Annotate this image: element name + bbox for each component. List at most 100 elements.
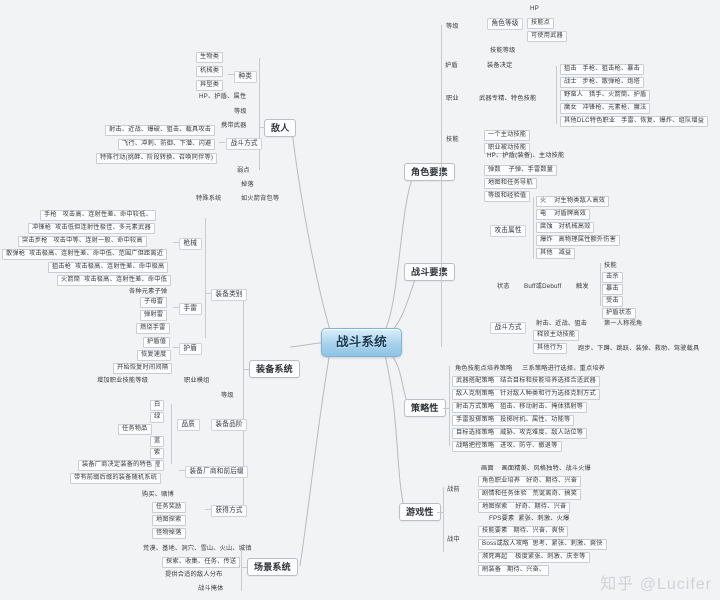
combat-style-fpv[interactable]: 第一人称视角 [604, 320, 643, 327]
enemy-weapon[interactable]: 携带武器 [221, 122, 247, 129]
class-row-5[interactable]: 其他DLC特色职业 手雷、恢复、爆炸、组队增益 [560, 116, 709, 128]
enemy-combatstyle-label[interactable]: 战斗方式 [226, 138, 263, 151]
class-row-3[interactable]: 野蛮人 猎手、火箭筒、护盾 [560, 90, 651, 102]
attr-row-3[interactable]: 腐蚀 对机械高效 [536, 222, 595, 234]
gun-row-2[interactable]: 冲锋枪 攻击低但连射性极佳、多元素武器 [28, 223, 155, 235]
combat-style-1[interactable]: 射击、近战、狙击 [536, 320, 588, 327]
acquire-3[interactable]: 地图探索 [152, 515, 186, 527]
gameplay-pre-row-4[interactable]: 地图探索 好奇、期待、兴奋 [478, 502, 571, 514]
enemy-stats[interactable]: HP、护盾、属性 [199, 93, 247, 100]
character-skill-1[interactable]: 一个主动技能 [484, 130, 531, 142]
gameplay-mid-row-3[interactable]: Boss或敌人攻略 思考、紧张、刺激、爽快 [478, 539, 607, 551]
enemy-combatstyle-1[interactable]: 射击、近战、爆破、狙击、载具攻击 [105, 125, 216, 137]
gameplay-mid-row-1[interactable]: FPS要素 紧张、刺激、火爆 [489, 515, 569, 523]
gun-row-7[interactable]: 各种元素子弹 [129, 288, 168, 295]
character-level-label[interactable]: 等级 [446, 23, 459, 30]
strategy-row-5[interactable]: 手雷投掷策略 投掷时机、属性、功能等 [452, 415, 575, 427]
branch-strategy[interactable]: 策略性 [404, 399, 446, 418]
acquire-2[interactable]: 任务奖励 [152, 502, 186, 514]
enemy-drop[interactable]: 掉落 [241, 181, 254, 188]
combat-status-label[interactable]: 状态 [497, 283, 510, 290]
attr-row-1[interactable]: 火 对生物类敌人高效 [536, 196, 610, 208]
equipment-vendor-1[interactable]: 装备厂商决定装备的特色 [78, 460, 157, 472]
scene-item-2[interactable]: 探索、收集、任务、传送 [162, 557, 241, 569]
character-skill-2[interactable]: 职业被动技能 [484, 143, 531, 155]
enemy-kind-label[interactable]: 种类 [234, 71, 257, 84]
combat-style-3[interactable]: 其他行为 [533, 343, 567, 355]
attr-row-5[interactable]: 其他 减益 [536, 248, 576, 260]
quality-task-item[interactable]: 任务物品 [118, 424, 152, 436]
enemy-level[interactable]: 等级 [234, 108, 247, 115]
scene-item-1[interactable]: 荒漠、基地、洞穴、雪山、火山、城镇 [143, 545, 252, 552]
character-class-mid[interactable]: 武器专精、特色技能 [479, 95, 537, 102]
gameplay-pre-row-1[interactable]: 画面 画面精美、风格独特、战斗火爆 [481, 465, 591, 473]
strategy-row-4[interactable]: 射击方式策略 狙击、移动射击、掩体猎射等 [452, 402, 588, 414]
shield-row-2[interactable]: 恢复速度 [137, 350, 171, 362]
strategy-row-1[interactable]: 角色技能点培养策略 三系策略进行选择，重点培养 [455, 365, 605, 373]
branch-character[interactable]: 角色要素 [404, 163, 455, 182]
character-usable-weapon[interactable]: 可使用武器 [527, 31, 567, 43]
gameplay-mid-row-4[interactable]: 濒死再起 极度紧张、刺激、庆幸等 [478, 552, 590, 564]
combat-level-exp[interactable]: 等级和经验值 [484, 191, 531, 203]
equipment-category-label[interactable]: 装备类别 [211, 289, 248, 302]
quality-5[interactable]: 紫 [150, 448, 165, 460]
character-hp[interactable]: HP [530, 5, 539, 12]
equipment-module-label[interactable]: 职业模组 [184, 377, 210, 384]
gun-row-6[interactable]: 火箭筒 攻击极高、连射性差、命中低 [57, 275, 172, 287]
enemy-weakpoint[interactable]: 弱点 [237, 167, 250, 174]
gun-row-4[interactable]: 散弹枪 攻击极高、连射性差、命中低、范围广但距离近 [2, 249, 168, 261]
branch-scene[interactable]: 场景系统 [247, 558, 298, 577]
gameplay-mid-row-2[interactable]: 技能要素 期待、兴奋、爽快 [478, 526, 569, 538]
equipment-quality-label[interactable]: 品质 [177, 419, 200, 432]
combat-style-2[interactable]: 释放主动技能 [533, 330, 580, 342]
equipment-vendor-2[interactable]: 带有前缀后缀的装备随机系统 [70, 473, 162, 485]
strategy-row-3[interactable]: 敌人克制策略 针对敌人种类和行为选择克制方式 [452, 389, 600, 401]
status-trigger-1[interactable]: 技能 [604, 262, 617, 269]
equipment-level[interactable]: 等级 [221, 392, 234, 399]
acquire-4[interactable]: 怪物掉落 [152, 528, 186, 540]
quality-4[interactable]: 蓝 [150, 436, 165, 448]
grenade-row-1[interactable]: 子母雷 [140, 297, 168, 309]
character-shield-label[interactable]: 护盾 [445, 62, 458, 69]
equipment-grenade-label[interactable]: 手雷 [179, 303, 202, 316]
enemy-special-value[interactable]: 如火箭背包等 [241, 195, 280, 202]
combat-style-label[interactable]: 战斗方式 [490, 322, 527, 335]
shield-row-1[interactable]: 护盾值 [143, 337, 171, 349]
combat-attr-label[interactable]: 攻击属性 [490, 225, 527, 238]
quality-2[interactable]: 绿 [150, 412, 165, 424]
enemy-combatstyle-3[interactable]: 特殊行动(挑衅、阶段转换、召唤同伴等) [96, 153, 218, 165]
character-shield-value[interactable]: 装备决定 [487, 62, 513, 69]
combat-status-mid[interactable]: Buff或Debuff [524, 283, 562, 290]
quality-1[interactable]: 白 [150, 400, 165, 412]
equipment-tier-label[interactable]: 装备品阶 [211, 419, 248, 432]
attr-row-2[interactable]: 电 对盾牌高效 [536, 209, 591, 221]
root-node[interactable]: 战斗系统 [321, 328, 402, 358]
class-row-1[interactable]: 狙击 手枪、狙击枪、暴击 [560, 64, 645, 76]
branch-combat[interactable]: 战斗要素 [404, 263, 455, 282]
combat-status-trigger[interactable]: 触发 [576, 283, 589, 290]
enemy-kind-3[interactable]: 异型类 [196, 80, 224, 92]
status-trigger-5[interactable]: 护盾状态 [602, 308, 636, 320]
gameplay-mid-row-5[interactable]: 刷装备 期待、兴奋、 [478, 565, 550, 577]
character-skillpoint[interactable]: 技能点 [527, 18, 555, 30]
gun-row-5[interactable]: 狙击枪 攻击极高、连射性差、命中极高 [48, 262, 169, 274]
character-level-sub-2[interactable]: 技能等级 [490, 47, 516, 54]
class-row-4[interactable]: 魔女 冲锋枪、元素枪、魔法 [560, 103, 651, 115]
equipment-vendor-label[interactable]: 装备厂商和前后缀 [185, 466, 249, 479]
grenade-row-2[interactable]: 弹射雷 [140, 310, 168, 322]
combat-hp-shield-skill[interactable]: HP、护盾(装备)、主动技能 [487, 152, 565, 159]
branch-enemy[interactable]: 敌人 [264, 119, 297, 138]
equipment-module-value[interactable]: 增加职业技能等级 [97, 377, 149, 384]
gameplay-pre-row-3[interactable]: 剧情和任务体验 荒诞离奇、搞笑 [478, 489, 582, 501]
strategy-row-7[interactable]: 战略把控策略 进攻、防守、撤退等 [452, 441, 562, 453]
equipment-guns-label[interactable]: 枪械 [179, 238, 202, 251]
scene-item-4[interactable]: 战斗掩体 [198, 585, 224, 592]
status-trigger-4[interactable]: 受击 [602, 296, 623, 308]
gun-row-1[interactable]: 手枪 攻击高、连射性差、命中较低、 [40, 210, 156, 222]
equipment-acquire-label[interactable]: 获得方式 [211, 505, 248, 518]
status-trigger-2[interactable]: 击杀 [602, 272, 623, 284]
gameplay-mid-label[interactable]: 战中 [447, 536, 460, 543]
gun-row-3[interactable]: 突击步枪 攻击中等、连射一般、命中较高 [18, 236, 147, 248]
class-row-2[interactable]: 战士 步枪、散弹枪、炮塔 [560, 77, 645, 89]
attr-row-4[interactable]: 爆炸 高物理属性额外伤害 [536, 235, 621, 247]
